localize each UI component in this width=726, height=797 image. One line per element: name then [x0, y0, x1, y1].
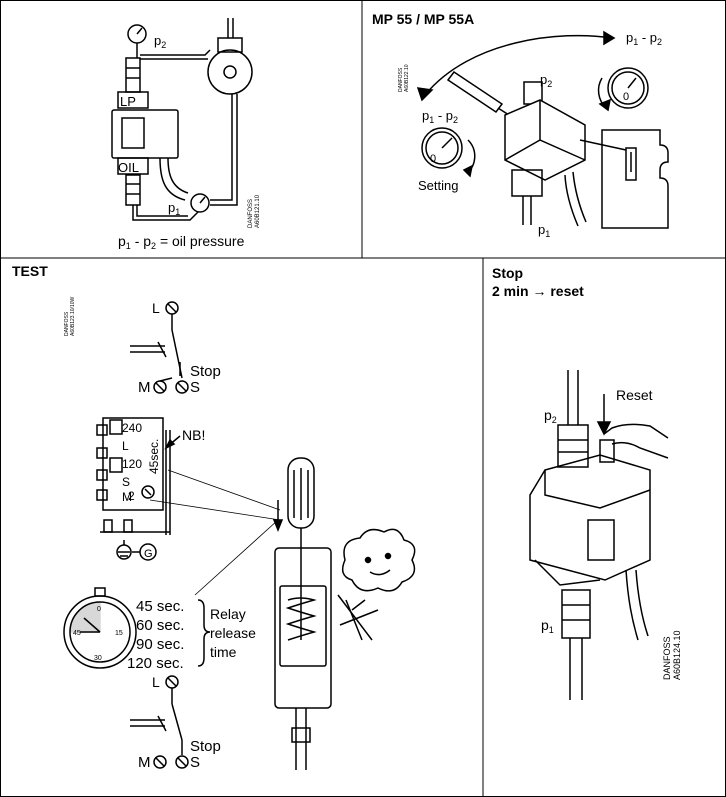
panel-reset	[529, 370, 669, 700]
svg-text:120: 120	[122, 457, 142, 471]
svg-text:M: M	[138, 754, 151, 771]
panel-title-test: TEST	[12, 263, 48, 279]
gauge-right	[607, 67, 649, 109]
bottom-left-text: TEST DANFOSS A60B123.10/10W L Stop M S 2…	[12, 263, 256, 771]
label-p1: p	[168, 200, 175, 215]
label-lp: LP	[120, 94, 136, 109]
svg-text:p1: p1	[538, 222, 550, 239]
svg-text:p1 - p2: p1 - p2	[626, 30, 662, 47]
svg-text:120 sec.: 120 sec.	[127, 655, 184, 672]
panel-title-stop: Stop	[492, 265, 523, 281]
svg-text:S: S	[190, 754, 200, 771]
svg-text:p2: p2	[154, 33, 166, 50]
svg-text:M: M	[122, 490, 132, 504]
caption-oil-pressure: p1 - p2 = oil pressure	[118, 233, 245, 251]
svg-text:L: L	[122, 439, 129, 453]
svg-text:p1: p1	[168, 200, 180, 217]
svg-text:Stop: Stop	[190, 363, 221, 380]
panel-title-mp55: MP 55 / MP 55A	[372, 11, 474, 27]
label-reset: Reset	[616, 387, 653, 403]
svg-text:0: 0	[623, 91, 629, 103]
hand	[603, 423, 669, 439]
svg-text:60 sec.: 60 sec.	[136, 617, 184, 634]
gauge-left	[421, 127, 463, 169]
svg-text:45: 45	[73, 630, 81, 637]
svg-text:p2: p2	[540, 72, 552, 89]
svg-text:p1: p1	[541, 617, 554, 635]
svg-text:release: release	[210, 625, 256, 641]
relay-time-list: 45 sec. 60 sec. 90 sec. 120 sec.	[127, 598, 184, 672]
label-oil: OIL	[118, 160, 139, 175]
svg-text:L: L	[152, 300, 160, 316]
svg-text:A60B123.10/10W: A60B123.10/10W	[70, 297, 76, 336]
svg-text:S: S	[190, 379, 200, 396]
svg-text:G: G	[144, 548, 153, 560]
svg-text:45 sec.: 45 sec.	[136, 598, 184, 615]
svg-text:A60B124.10: A60B124.10	[672, 630, 682, 680]
detail-card	[601, 129, 669, 229]
top-right-text: MP 55 / MP 55A p1 - p2 p1 - p2 p2 p1 0 0…	[372, 11, 662, 239]
label-nb: NB!	[182, 427, 205, 443]
reset-body-label	[587, 519, 615, 561]
svg-text:30: 30	[94, 655, 102, 662]
svg-text:A60B121.10: A60B121.10	[255, 194, 261, 228]
panel-subtitle-reset: 2 min → reset	[492, 283, 584, 299]
svg-text:Relay: Relay	[210, 606, 246, 622]
label-setting: Setting	[418, 178, 458, 193]
terminal-S-bot	[175, 755, 189, 769]
svg-text:M: M	[138, 379, 151, 396]
diff-arrow-arc	[424, 34, 613, 96]
compressor	[207, 49, 253, 95]
svg-text:S: S	[122, 475, 130, 489]
svg-text:DANFOSS: DANFOSS	[662, 636, 672, 680]
top-left-text: p2 LP OIL p1 p1 - p2 = oil pressure DANF…	[118, 33, 261, 251]
code-a60b121: DANFOSS	[248, 199, 254, 228]
label-p2: p	[154, 33, 161, 48]
test-switch-body	[274, 547, 332, 709]
svg-text:0: 0	[430, 153, 436, 165]
svg-text:p1 - p2: p1 - p2	[422, 108, 458, 125]
panel-mp55-setting	[416, 30, 669, 229]
svg-text:DANFOSS: DANFOSS	[398, 67, 404, 92]
terminal-S-top	[175, 380, 189, 394]
svg-text:90 sec.: 90 sec.	[136, 636, 184, 653]
panel-oil-pressure	[111, 18, 253, 221]
svg-text:15: 15	[115, 630, 123, 637]
svg-text:DANFOSS: DANFOSS	[64, 311, 70, 336]
bottom-right-text: Stop 2 min → reset Reset p2 p1 DANFOSS A…	[492, 265, 682, 680]
gauge-p1	[190, 193, 210, 213]
svg-text:time: time	[210, 644, 237, 660]
svg-text:240: 240	[122, 421, 142, 435]
terminal-M-bot	[153, 755, 167, 769]
screwdriver	[446, 70, 504, 114]
terminal-block	[102, 417, 164, 511]
svg-text:45sec.: 45sec.	[147, 439, 161, 474]
svg-text:L: L	[152, 674, 160, 690]
svg-text:Stop: Stop	[190, 738, 221, 755]
svg-text:A60B122.10: A60B122.10	[404, 64, 410, 92]
svg-text:2: 2	[128, 489, 135, 503]
panel-test	[63, 301, 416, 770]
spark-cloud	[341, 528, 416, 592]
svg-text:0: 0	[97, 606, 101, 613]
svg-text:p2: p2	[544, 407, 557, 425]
